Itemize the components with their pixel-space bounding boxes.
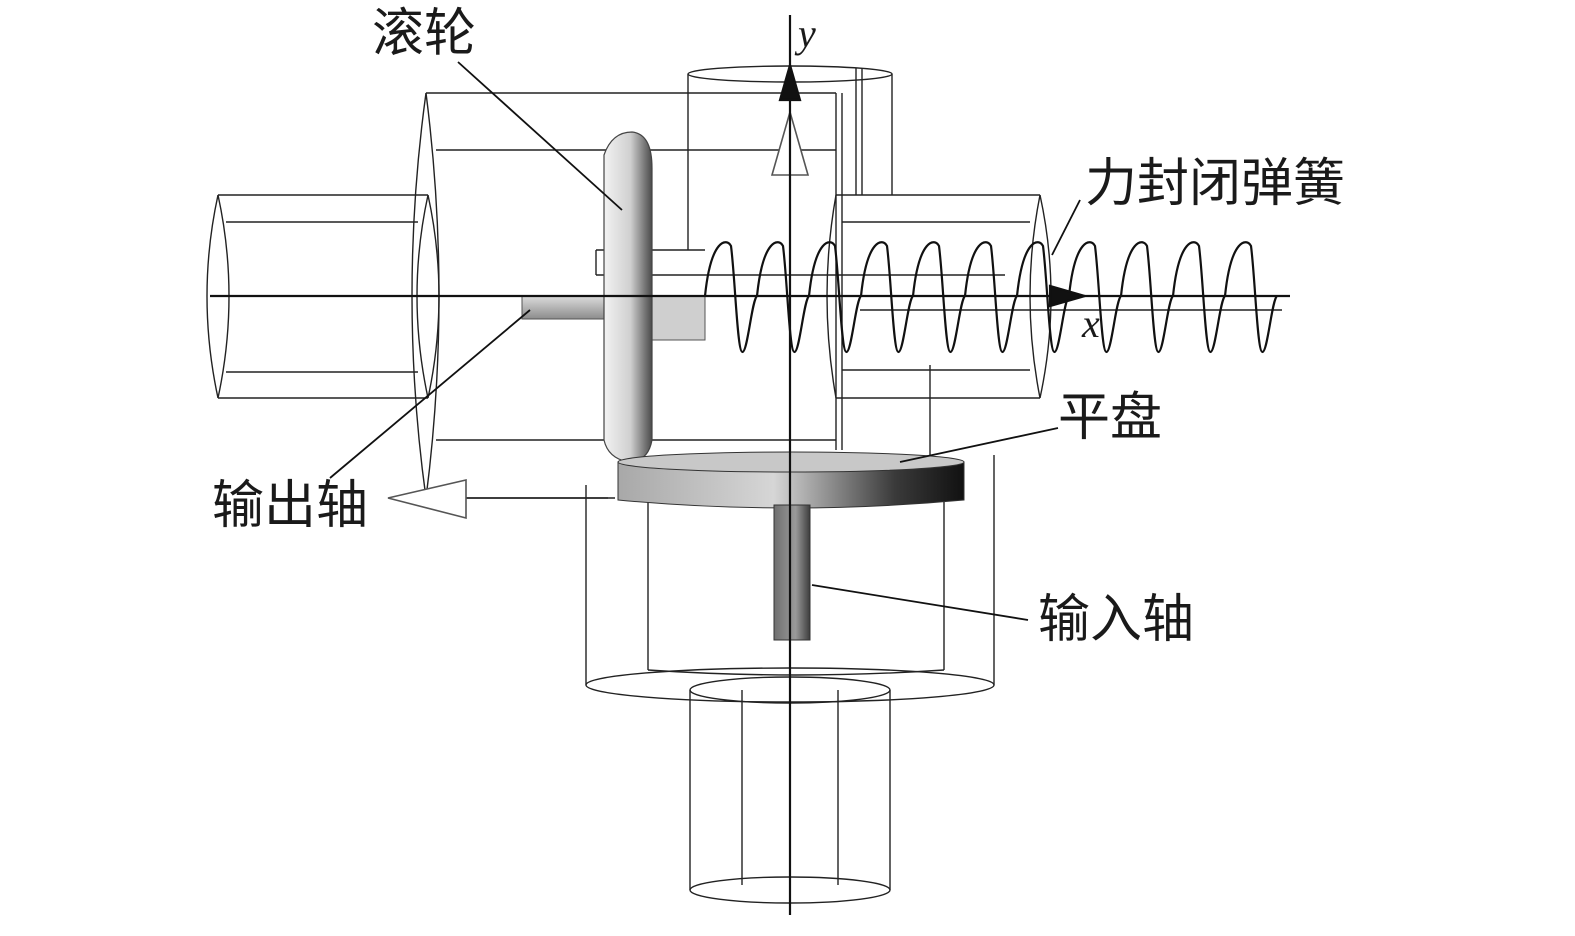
roller-label: 滚轮 — [372, 4, 477, 64]
input-shaft-leader-line — [811, 584, 1029, 621]
disk-label: 平盘 — [1058, 388, 1163, 448]
output-shaft — [521, 295, 607, 320]
spring-leader-line — [1051, 199, 1081, 256]
force-closure-spring — [703, 241, 1278, 354]
x-axis-label: x — [1082, 301, 1100, 346]
input-shaft-label: 输入轴 — [1038, 590, 1195, 650]
roller-leader-line — [457, 61, 623, 211]
y-axis-arrow — [778, 60, 802, 102]
disk-leader-line — [899, 427, 1059, 463]
roller-hub — [647, 295, 706, 341]
right-small-cylinder — [826, 194, 1052, 455]
spring-label: 力封闭弹簧 — [1085, 154, 1346, 214]
output-shaft-label: 输出轴 — [212, 476, 369, 536]
input-shaft — [773, 504, 811, 641]
y-axis-label: y — [798, 11, 816, 56]
lower-vertical-cylinder — [585, 455, 995, 703]
output-shaft-leader-line — [329, 309, 531, 479]
x-axis-arrow — [1048, 284, 1090, 308]
